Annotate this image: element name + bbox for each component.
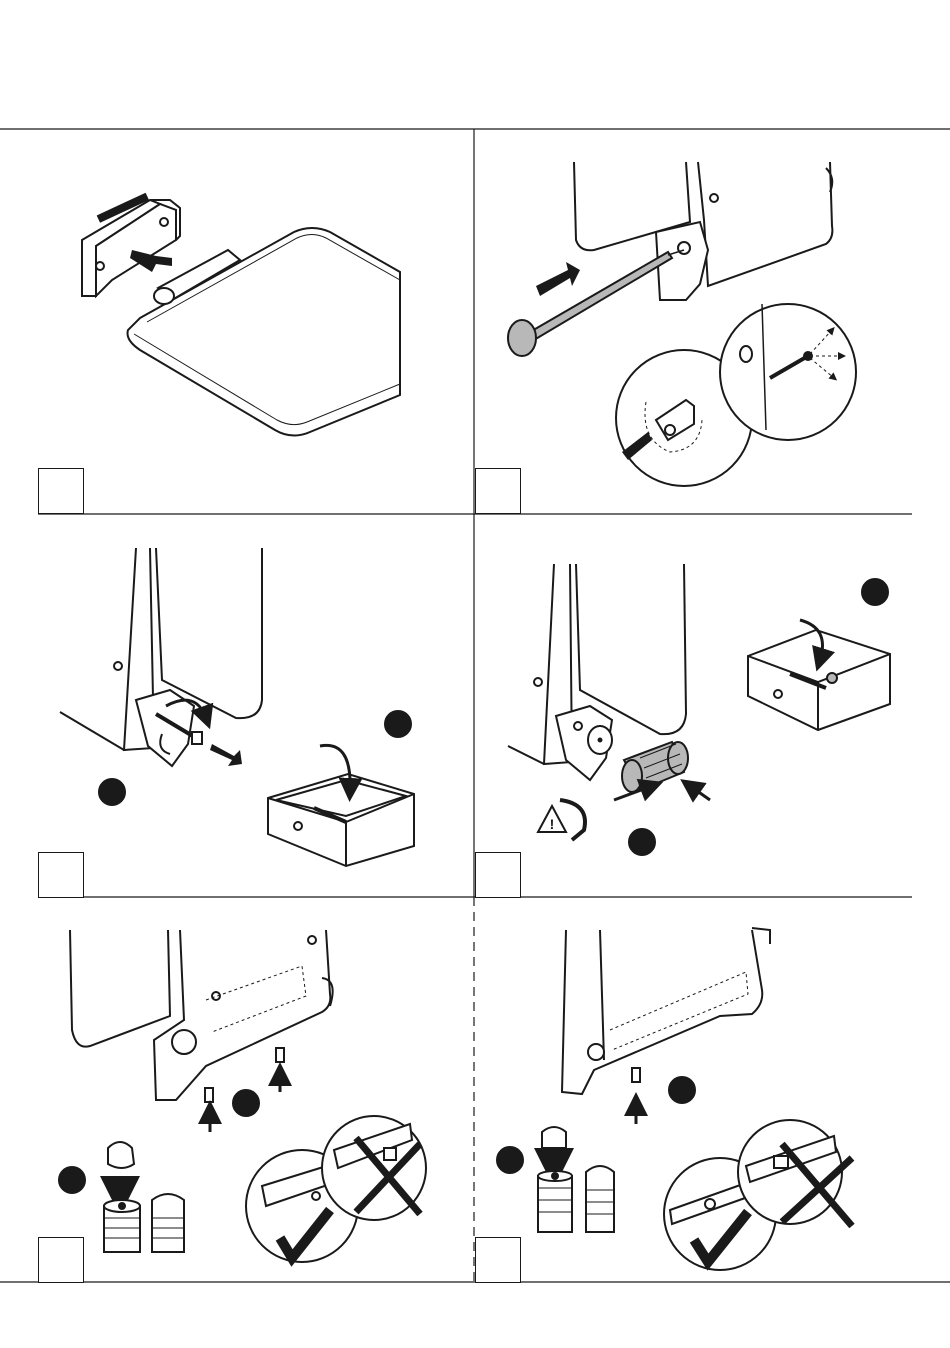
step-number-3 [39,853,83,897]
panel-2-illustration [508,162,856,486]
step-box-5 [38,1237,84,1283]
step-box-2 [475,468,521,514]
step-box-3 [38,852,84,898]
step-number-2 [476,469,520,513]
step-box-4 [475,852,521,898]
step-number-1 [39,469,83,513]
panel-3-illustration [60,548,414,866]
panel-1-illustration [82,194,400,436]
step-box-6 [475,1237,521,1283]
panel-4-illustration: ! [508,564,890,855]
step-number-4 [476,853,520,897]
step-number-5 [39,1238,83,1282]
step-number-6 [476,1238,520,1282]
panel-5-illustration [59,930,426,1262]
svg-text:!: ! [550,816,555,832]
step-box-1 [38,468,84,514]
panel-6-illustration [497,928,852,1270]
